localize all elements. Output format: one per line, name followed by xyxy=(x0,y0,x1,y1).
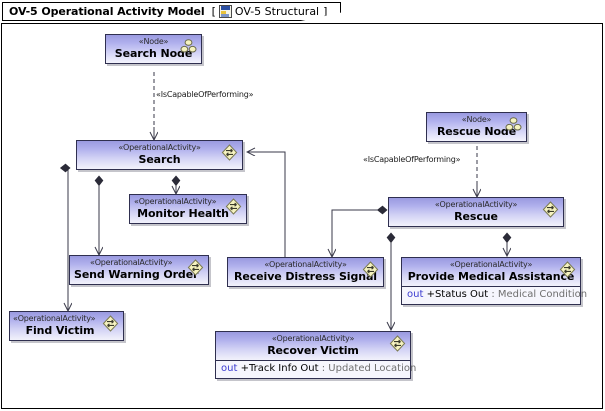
element-receive-distress-signal[interactable]: «OperationalActivity» Receive Distress S… xyxy=(227,257,384,287)
operational-activity-icon xyxy=(225,198,242,215)
element-monitor-health[interactable]: «OperationalActivity» Monitor Health xyxy=(129,194,247,224)
property-name: +Track Info Out xyxy=(240,363,319,374)
search-node-stereotype: «Node» xyxy=(138,37,169,46)
monitor-health-stereotype: «OperationalActivity» xyxy=(134,197,217,206)
element-rescue-node[interactable]: «Node» Rescue Node xyxy=(426,112,527,142)
rescue-node-header: «Node» Rescue Node xyxy=(427,113,526,141)
receive-distress-name: Receive Distress Signal xyxy=(234,270,377,283)
recover-victim-header: «OperationalActivity» Recover Victim xyxy=(216,332,410,360)
rescue-node-name: Rescue Node xyxy=(436,125,517,138)
search-node-header: «Node» Search Node xyxy=(106,35,201,63)
property-type: : Medical Condition xyxy=(491,289,588,300)
property-name: +Status Out xyxy=(426,289,489,300)
receive-distress-stereotype: «OperationalActivity» xyxy=(264,260,347,269)
receive-distress-header: «OperationalActivity» Receive Distress S… xyxy=(228,258,383,286)
send-warning-order-header: «OperationalActivity» Send Warning Order xyxy=(70,256,208,284)
monitor-health-name: Monitor Health xyxy=(137,207,229,220)
provide-medical-header: «OperationalActivity» Provide Medical As… xyxy=(402,258,580,286)
operational-activity-icon xyxy=(187,259,204,276)
search-name: Search xyxy=(138,153,181,166)
connector-layer: Search (dashed, IsCapableOfPerforming) -… xyxy=(2,72,604,410)
find-victim-header: «OperationalActivity» Find Victim xyxy=(10,312,123,340)
property-direction: out xyxy=(221,363,238,374)
element-recover-victim[interactable]: «OperationalActivity» Recover Victim out… xyxy=(215,331,416,379)
send-warning-order-stereotype: «OperationalActivity» xyxy=(90,258,173,267)
edge-label-rescue-capable: «IsCapableOfPerforming» xyxy=(363,155,461,164)
rescue-header: «OperationalActivity» Rescue xyxy=(389,198,563,226)
operational-activity-icon xyxy=(542,201,559,218)
provide-medical-stereotype: «OperationalActivity» xyxy=(449,260,533,269)
find-victim-stereotype: «OperationalActivity» xyxy=(13,314,96,323)
title-bracket-close: ] xyxy=(323,5,328,18)
edge-rescue-to-receive-distress xyxy=(332,210,387,257)
operational-activity-icon xyxy=(389,335,406,352)
node-icon xyxy=(505,116,522,133)
element-search[interactable]: «OperationalActivity» Search xyxy=(76,140,243,170)
node-icon xyxy=(180,38,197,55)
recover-victim-stereotype: «OperationalActivity» xyxy=(271,334,355,343)
edge-receive-distress-to-search xyxy=(247,152,286,257)
operational-activity-icon xyxy=(102,315,119,332)
operational-activity-icon xyxy=(221,144,238,161)
property-direction: out xyxy=(407,289,424,300)
recover-victim-name: Recover Victim xyxy=(267,344,359,357)
rescue-stereotype: «OperationalActivity» xyxy=(434,200,518,209)
search-header: «OperationalActivity» Search xyxy=(77,141,242,169)
operational-activity-icon xyxy=(559,261,576,278)
rescue-name: Rescue xyxy=(454,210,498,223)
recover-victim-property: out +Track Info Out : Updated Location xyxy=(216,360,416,378)
title-bar-tab: OV-5 Operational Activity Model [ OV-5 S… xyxy=(2,2,342,21)
monitor-health-header: «OperationalActivity» Monitor Health xyxy=(130,195,246,223)
element-search-node[interactable]: «Node» Search Node xyxy=(105,34,202,64)
edge-search-to-find-victim xyxy=(68,168,70,311)
diagram-canvas[interactable]: Search (dashed, IsCapableOfPerforming) -… xyxy=(1,23,603,409)
element-send-warning-order[interactable]: «OperationalActivity» Send Warning Order xyxy=(69,255,209,285)
operational-activity-icon xyxy=(362,261,379,278)
edge-label-search-capable: «IsCapableOfPerforming» xyxy=(156,90,254,99)
find-victim-name: Find Victim xyxy=(25,324,95,337)
send-warning-order-name: Send Warning Order xyxy=(74,268,199,281)
provide-medical-property: out +Status Out : Medical Condition xyxy=(402,286,587,304)
title-bar: OV-5 Operational Activity Model [ OV-5 S… xyxy=(0,0,605,24)
page-title: OV-5 Operational Activity Model xyxy=(9,5,205,18)
element-rescue[interactable]: «OperationalActivity» Rescue xyxy=(388,197,564,227)
element-provide-medical-assistance[interactable]: «OperationalActivity» Provide Medical As… xyxy=(401,257,587,305)
diagram-name: OV-5 Structural xyxy=(234,5,320,18)
rescue-node-stereotype: «Node» xyxy=(461,115,492,124)
search-stereotype: «OperationalActivity» xyxy=(118,143,201,152)
title-bracket-open: [ xyxy=(211,5,216,18)
search-node-name: Search Node xyxy=(114,47,193,60)
element-find-victim[interactable]: «OperationalActivity» Find Victim xyxy=(9,311,124,341)
property-type: : Updated Location xyxy=(321,363,417,374)
diagram-icon xyxy=(218,5,232,18)
provide-medical-name: Provide Medical Assistance xyxy=(407,270,575,283)
